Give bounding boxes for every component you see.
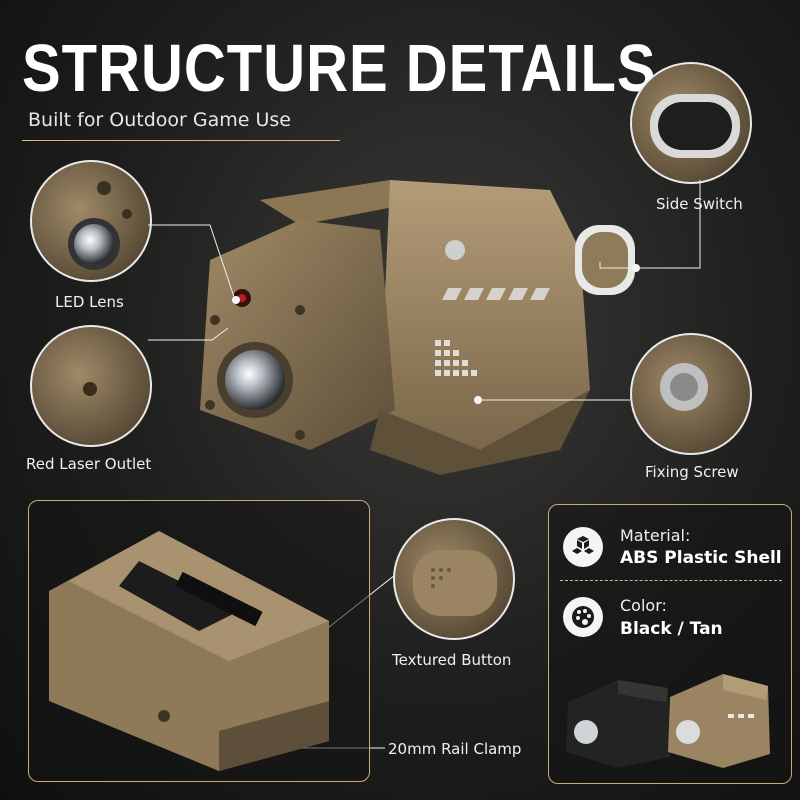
color-value: Black / Tan <box>620 619 723 639</box>
leader-dot <box>232 296 240 304</box>
textured-button-detail-image <box>393 518 515 640</box>
color-title: Color: <box>620 596 667 615</box>
cubes-icon <box>563 527 603 567</box>
subtitle-underline <box>22 140 340 141</box>
side-switch-detail-image <box>630 62 752 184</box>
leader-dot <box>632 264 640 272</box>
rail-clamp-label: 20mm Rail Clamp <box>388 740 522 758</box>
main-product-image <box>200 180 635 475</box>
material-title: Material: <box>620 526 691 545</box>
page-title: STRUCTURE DETAILS <box>22 31 657 106</box>
red-laser-detail-image <box>30 325 152 447</box>
rail-clamp-panel <box>28 500 370 782</box>
palette-icon <box>563 597 603 637</box>
rail-clamp-image <box>49 531 329 771</box>
spec-divider <box>560 580 782 581</box>
textured-button-label: Textured Button <box>392 651 512 669</box>
led-lens-label: LED Lens <box>55 293 124 311</box>
material-value: ABS Plastic Shell <box>620 548 782 568</box>
led-lens-detail-image <box>30 160 152 282</box>
red-laser-outlet-label: Red Laser Outlet <box>26 455 152 473</box>
page-subtitle: Built for Outdoor Game Use <box>28 109 291 131</box>
leader-dot <box>474 396 482 404</box>
fixing-screw-detail-image <box>630 333 752 455</box>
color-variants-image <box>566 674 770 768</box>
side-switch-label: Side Switch <box>656 195 743 213</box>
fixing-screw-label: Fixing Screw <box>645 463 739 481</box>
